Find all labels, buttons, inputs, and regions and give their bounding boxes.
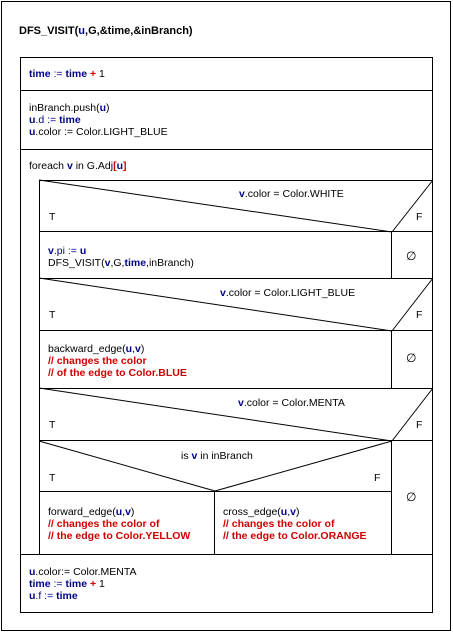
- if1-true-label: T: [49, 211, 56, 223]
- stmt-recursive-call: DFS_VISIT(v,G,time,inBranch): [48, 257, 194, 269]
- if4-false-label: F: [374, 472, 381, 484]
- stmt-set-finish: u.f := time: [29, 590, 78, 602]
- stmt-set-color-lightblue: u.color := Color.LIGHT_BLUE: [29, 126, 168, 138]
- stmt-inbranch-push: inBranch.push(u): [29, 102, 110, 114]
- title-param-u: u: [78, 25, 86, 37]
- if4-true-label: T: [49, 472, 56, 484]
- if3-condition-box: [39, 388, 433, 441]
- procedure-name: DFS_VISIT: [19, 25, 75, 37]
- block-init: [20, 90, 433, 150]
- if1-empty-symbol: ∅: [406, 249, 417, 263]
- if2-condition-box: [39, 278, 433, 331]
- if2-condition: v.color = Color.LIGHT_BLUE: [220, 287, 356, 299]
- stmt-cross-edge: cross_edge(u,v): [223, 506, 300, 518]
- if2-true-label: T: [49, 309, 56, 321]
- if3-empty-symbol: ∅: [406, 490, 417, 504]
- stmt-set-discovery: u.d := time: [29, 114, 81, 126]
- if2-false-label: F: [416, 309, 423, 321]
- comment-cross-1: // changes the color of: [223, 518, 335, 530]
- if4-condition: is v in inBranch: [181, 450, 253, 462]
- title-params: ,G,&time,&inBranch): [85, 25, 193, 37]
- if1-condition: v.color = Color.WHITE: [239, 188, 344, 200]
- stmt-set-color-menta: u.color:= Color.MENTA: [29, 566, 137, 578]
- stmt-forward-edge: forward_edge(u,v): [48, 506, 135, 518]
- if1-true-branch: [39, 231, 392, 279]
- if4-cross-branch: [214, 491, 392, 555]
- if1-false-label: F: [416, 211, 423, 223]
- title-paren: (: [74, 25, 79, 37]
- comment-backward-1: // changes the color: [48, 355, 147, 367]
- if1-condition-box: [39, 180, 433, 232]
- stmt-set-pi: v.pi := u: [48, 245, 87, 257]
- if2-empty-symbol: ∅: [406, 351, 417, 365]
- if3-condition: v.color = Color.MENTA: [238, 397, 345, 409]
- procedure-title: DFS_VISIT(u,G,&time,&inBranch): [19, 25, 193, 37]
- comment-backward-2: // of the edge to Color.BLUE: [48, 367, 187, 379]
- stmt-backward-edge: backward_edge(u,v): [48, 343, 145, 355]
- stmt-time-increment-2: time := time + 1: [29, 578, 105, 590]
- comment-forward-1: // changes the color of: [48, 518, 160, 530]
- if3-false-label: F: [416, 419, 423, 431]
- comment-cross-2: // the edge to Color.ORANGE: [223, 530, 367, 542]
- if3-true-label: T: [49, 419, 56, 431]
- stmt-time-increment: time := time + 1: [29, 68, 105, 80]
- comment-forward-2: // the edge to Color.YELLOW: [48, 530, 191, 542]
- foreach-header: foreach v in G.Adj[u]: [29, 160, 127, 172]
